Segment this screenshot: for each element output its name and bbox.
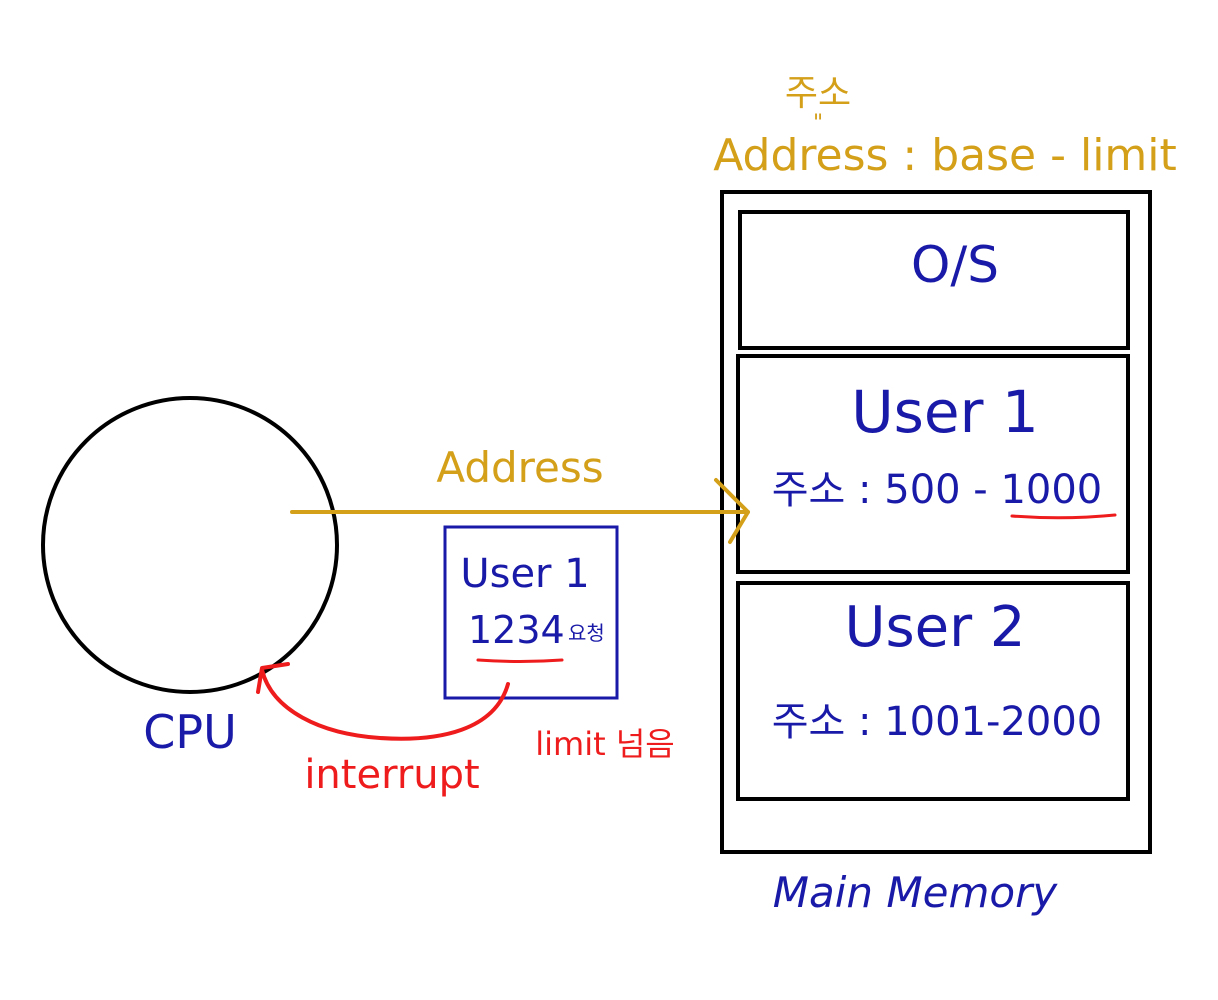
user1-limit-underline <box>1010 513 1117 520</box>
cpu-circle <box>41 396 339 694</box>
user2-section <box>736 581 1130 801</box>
request-box-title: User 1 <box>460 551 589 597</box>
os-section <box>738 210 1130 350</box>
user2-address: 주소 : 1001-2000 <box>772 699 1103 745</box>
request-box-number: 1234 <box>468 608 565 652</box>
main-memory-caption: Main Memory <box>773 868 1059 917</box>
main-memory-box <box>720 190 1152 854</box>
user1-section <box>736 354 1130 574</box>
request-box-suffix: 요청 <box>568 621 605 645</box>
user2-title: User 2 <box>844 595 1025 660</box>
address-formula-label: Address : base - limit <box>713 130 1177 181</box>
ditto-mark: " <box>813 111 823 136</box>
user1-address: 주소 : 500 - 1000 <box>772 467 1103 513</box>
address-arrow-label: Address <box>436 443 603 492</box>
limit-exceeded-label: limit 넘음 <box>535 725 674 763</box>
os-label: O/S <box>911 236 999 294</box>
request-number-underline <box>476 658 564 663</box>
address-arrow-head <box>714 478 750 544</box>
interrupt-arrow-curve <box>260 668 510 741</box>
interrupt-label: interrupt <box>304 752 479 798</box>
request-box <box>443 525 619 700</box>
top-korean-label: 주소 <box>785 73 851 114</box>
cpu-label: CPU <box>143 705 237 759</box>
user1-title: User 1 <box>851 378 1039 446</box>
interrupt-arrow-head <box>256 662 290 694</box>
